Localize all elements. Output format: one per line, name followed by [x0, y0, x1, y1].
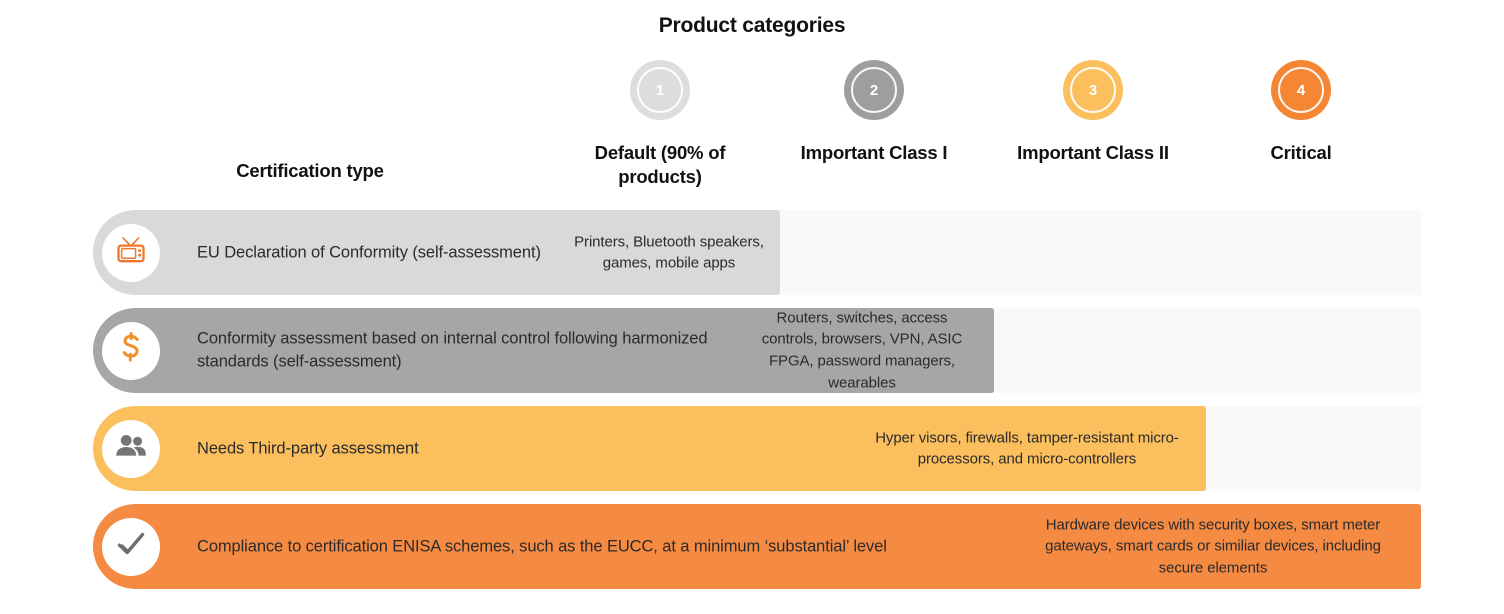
column-label-4: Critical: [1270, 142, 1332, 163]
people-icon: [114, 433, 148, 464]
row-label: Needs Third-party assessment: [197, 438, 419, 457]
row-bar: [93, 504, 1421, 589]
category-badge-number-3: 3: [1070, 67, 1116, 113]
column-header-3: 3 Important Class II: [988, 60, 1198, 165]
category-badge-2: 2: [844, 60, 904, 120]
certification-row: Conformity assessment based on internal …: [93, 308, 1421, 393]
row-icon-container: [102, 517, 160, 576]
row-bar: [93, 210, 780, 295]
category-badge-1: 1: [630, 60, 690, 120]
category-badge-4: 4: [1271, 60, 1331, 120]
row-products: Hyper visors, firewalls, tamper-resistan…: [875, 428, 1179, 468]
row-label: EU Declaration of Conformity (self-asses…: [197, 242, 541, 261]
page-title: Product categories: [658, 14, 846, 37]
category-badge-number-2: 2: [851, 67, 897, 113]
column-label-2: Important Class I: [800, 142, 948, 163]
certification-row: Compliance to certification ENISA scheme…: [93, 504, 1421, 589]
certification-type-header: Certification type: [236, 160, 384, 181]
column-header-2: 2 Important Class I: [774, 60, 974, 165]
row-label: Compliance to certification ENISA scheme…: [197, 536, 887, 555]
check-mark-icon: [115, 529, 147, 564]
column-label-1: Default (90% of products): [594, 142, 726, 188]
category-badge-3: 3: [1063, 60, 1123, 120]
column-header-4: 4 Critical: [1201, 60, 1401, 165]
dollar-sign-icon: [118, 332, 144, 369]
certification-row: EU Declaration of Conformity (self-asses…: [93, 210, 1421, 295]
row-products: Routers, switches, access controls, brow…: [761, 309, 963, 392]
row-products: Hardware devices with security boxes, sm…: [1045, 515, 1381, 577]
column-label-3: Important Class II: [1017, 142, 1169, 163]
row-label: Conformity assessment based on internal …: [197, 329, 708, 371]
certification-row: Needs Third-party assessment Hyper visor…: [93, 406, 1421, 491]
row-icon-container: [102, 321, 160, 380]
row-products: Printers, Bluetooth speakers, games, mob…: [574, 232, 764, 272]
television-icon: [116, 236, 146, 269]
category-badge-number-1: 1: [637, 67, 683, 113]
row-icon-container: [102, 419, 160, 478]
row-icon-container: [102, 223, 160, 282]
category-badge-number-4: 4: [1278, 67, 1324, 113]
row-bar: [93, 308, 994, 393]
column-header-1: 1 Default (90% of products): [560, 60, 760, 190]
row-bar: [93, 406, 1206, 491]
